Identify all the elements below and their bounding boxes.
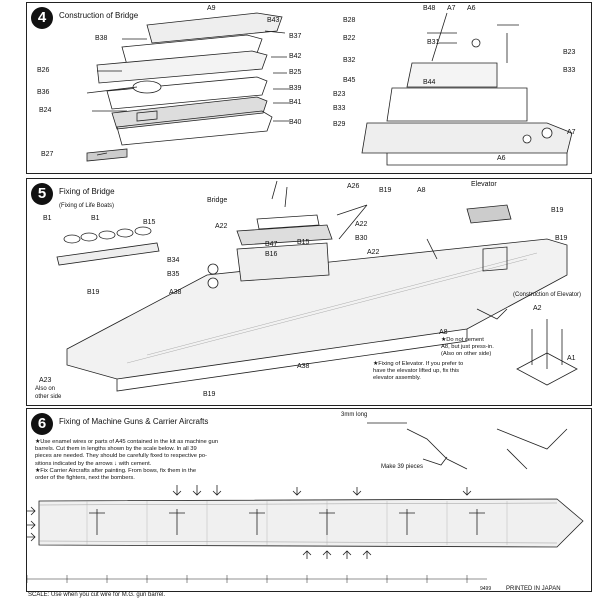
instruction-line: pieces are needed. They should be carefu… bbox=[35, 453, 207, 460]
label-b43: B43 bbox=[267, 17, 280, 24]
do-not-cement-note: ★Do not cement A8, but just press-in. (A… bbox=[441, 337, 523, 359]
label-b19-right: B19 bbox=[551, 207, 564, 214]
label-a2: A2 bbox=[533, 305, 542, 312]
step-5-panel: 5 Fixing of Bridge (Fixing of Life Boats… bbox=[26, 178, 592, 406]
label-b39: B39 bbox=[289, 85, 302, 92]
label-b23-left: B23 bbox=[333, 91, 346, 98]
scale-caption: SCALE: Use when you cut wire for M.G. gu… bbox=[28, 592, 166, 598]
step-6-number: 6 bbox=[31, 413, 53, 435]
label-a26: A26 bbox=[347, 183, 360, 190]
label-b32: B32 bbox=[343, 57, 356, 64]
label-b44: B44 bbox=[423, 79, 436, 86]
step-5-number: 5 bbox=[31, 183, 53, 205]
print-code: 9499 bbox=[480, 586, 492, 592]
label-b22: B22 bbox=[343, 35, 356, 42]
make-pieces-note: Make 39 pieces bbox=[381, 464, 424, 470]
label-b45: B45 bbox=[343, 77, 356, 84]
step-6-panel: 6 Fixing of Machine Guns & Carrier Aircr… bbox=[26, 408, 592, 592]
instruction-line: ★Fix Carrier Aircrafts after painting. F… bbox=[35, 467, 197, 474]
label-b37: B37 bbox=[289, 33, 302, 40]
step-6-title: Fixing of Machine Guns & Carrier Aircraf… bbox=[59, 417, 209, 426]
label-b1-left: B1 bbox=[43, 215, 52, 222]
elevator-fixing-note: ★Fixing of Elevator. If you prefer to ha… bbox=[373, 361, 509, 383]
label-a6-top: A6 bbox=[467, 5, 476, 12]
label-b27: B27 bbox=[41, 151, 54, 158]
label-b15-center: B15 bbox=[297, 239, 310, 246]
label-b28: B28 bbox=[343, 17, 356, 24]
instruction-line: order of the fighters, next the bombers. bbox=[35, 475, 135, 482]
label-b19-far-right: B19 bbox=[555, 235, 568, 242]
label-a7-top: A7 bbox=[447, 5, 456, 12]
label-a6-bottom: A6 bbox=[497, 155, 506, 162]
a23-note: Also on other side bbox=[35, 386, 62, 400]
label-b40: B40 bbox=[289, 119, 302, 126]
label-b24: B24 bbox=[39, 107, 52, 114]
note-line: have the elevator lifted up, fix this bbox=[373, 368, 460, 375]
note-line: A8, but just press-in. bbox=[441, 344, 494, 351]
printed-in-japan: PRINTED IN JAPAN bbox=[506, 586, 561, 592]
bridge-construction-drawing bbox=[86, 12, 573, 166]
label-b30: B30 bbox=[355, 235, 368, 242]
label-b38: B38 bbox=[95, 35, 108, 42]
note-line: ★Do not cement bbox=[441, 337, 484, 343]
length-note: 3mm long bbox=[341, 412, 368, 418]
label-b31: B31 bbox=[427, 39, 440, 46]
step-4-title: Construction of Bridge bbox=[59, 11, 139, 20]
label-elevator: Elevator bbox=[471, 181, 497, 188]
machine-gun-instructions: ★Use enamel wires or parts of A45 contai… bbox=[35, 439, 335, 482]
label-a7-right: A7 bbox=[567, 129, 576, 136]
label-a9: A9 bbox=[207, 5, 216, 12]
label-a38-bottom: A38 bbox=[297, 363, 310, 370]
label-b41: B41 bbox=[289, 99, 302, 106]
label-b47: B47 bbox=[265, 241, 278, 248]
label-a22-right: A22 bbox=[367, 249, 380, 256]
label-a23: A23 bbox=[39, 377, 52, 384]
note-line: ★Fixing of Elevator. If you prefer to bbox=[373, 361, 464, 367]
label-b42: B42 bbox=[289, 53, 302, 60]
label-b33-right: B33 bbox=[563, 67, 576, 74]
label-a8-top: A8 bbox=[417, 187, 426, 194]
label-b35: B35 bbox=[167, 271, 180, 278]
label-b23-right: B23 bbox=[563, 49, 576, 56]
label-b19-left: B19 bbox=[87, 289, 100, 296]
elevator-caption: (Construction of Elevator) bbox=[513, 292, 582, 298]
label-b33-left: B33 bbox=[333, 105, 346, 112]
step-5-subtitle: (Fixing of Life Boats) bbox=[59, 203, 115, 209]
step-5-title: Fixing of Bridge bbox=[59, 187, 115, 196]
label-bridge: Bridge bbox=[207, 197, 228, 204]
bridge-fixing-drawing bbox=[56, 180, 578, 392]
instruction-line: barrels. Cut them in lengths shown by th… bbox=[35, 446, 197, 453]
label-a22-center: A22 bbox=[355, 221, 368, 228]
note-line: elevator assembly. bbox=[373, 375, 421, 382]
label-a22-left: A22 bbox=[215, 223, 228, 230]
label-a1: A1 bbox=[567, 355, 576, 362]
label-b36: B36 bbox=[37, 89, 50, 96]
note-line: (Also on other side) bbox=[441, 351, 492, 358]
label-b25: B25 bbox=[289, 69, 302, 76]
step-4-panel: 4 Construction of Bridge A bbox=[26, 2, 592, 174]
step-4-number: 4 bbox=[31, 7, 53, 29]
label-b16: B16 bbox=[265, 251, 278, 258]
label-b1-mid: B1 bbox=[91, 215, 100, 222]
label-a8-note: A8 bbox=[439, 329, 448, 336]
label-b34: B34 bbox=[167, 257, 180, 264]
label-b48: B48 bbox=[423, 5, 436, 12]
label-b26: B26 bbox=[37, 67, 50, 74]
label-a38-left: A38 bbox=[169, 289, 182, 296]
label-b19-bottom: B19 bbox=[203, 391, 216, 398]
instruction-line: ★Use enamel wires or parts of A45 contai… bbox=[35, 439, 219, 445]
label-b15-left: B15 bbox=[143, 219, 156, 226]
label-b19-top: B19 bbox=[379, 187, 392, 194]
instruction-line: sitions indicated by the arrows ↓ with c… bbox=[35, 460, 152, 467]
machine-gun-aircraft-drawing bbox=[27, 422, 584, 583]
label-b29: B29 bbox=[333, 121, 346, 128]
